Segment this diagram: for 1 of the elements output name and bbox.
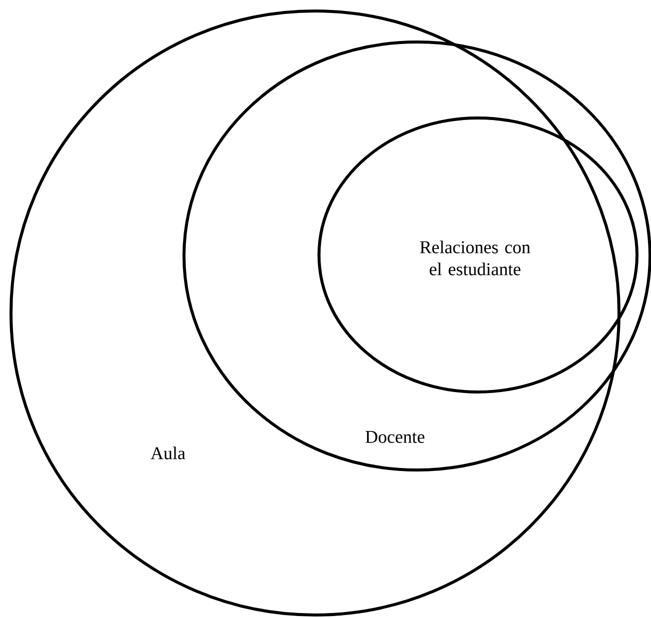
ellipse-outline: Relaciones con el estudiante [318, 116, 638, 394]
